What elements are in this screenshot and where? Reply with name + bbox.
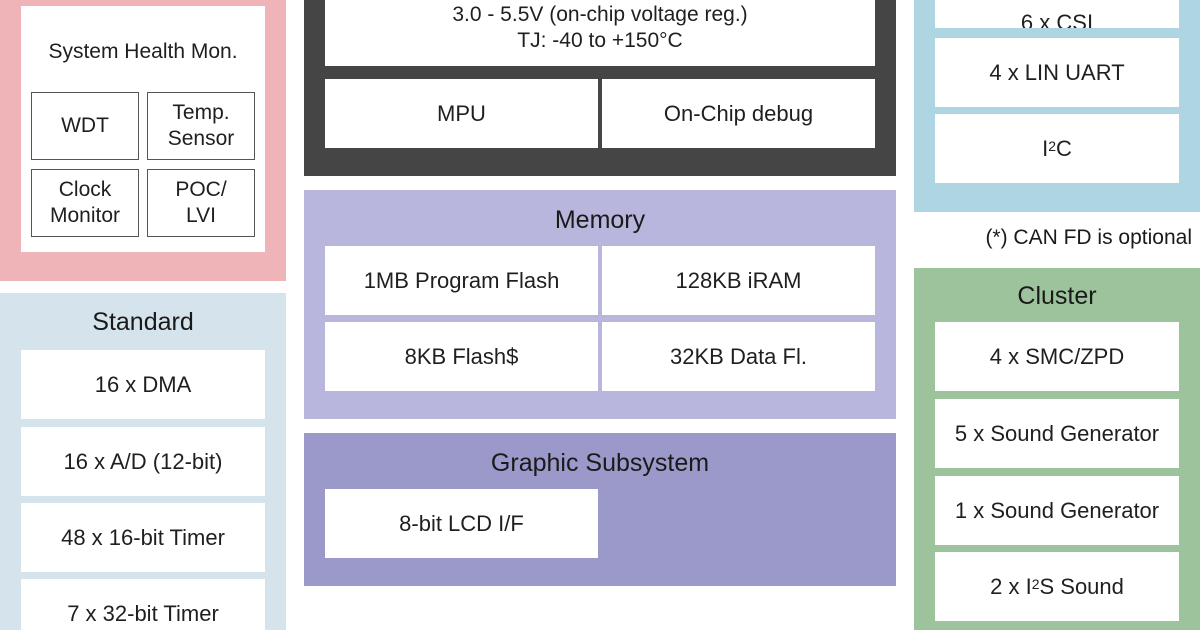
i2s-superscript: 2 <box>1031 576 1040 592</box>
smc-zpd-label: 4 x SMC/ZPD <box>989 344 1125 369</box>
poc-lvi-box: POC/ LVI <box>147 169 255 237</box>
health-monitor-title: System Health Mon. <box>48 40 238 63</box>
standard-item: 16 x A/D (12-bit) <box>21 427 265 496</box>
iram-label: 128KB iRAM <box>675 268 802 293</box>
clock-monitor-box: Clock Monitor <box>31 169 139 237</box>
standard-item-label: 48 x 16-bit Timer <box>61 525 225 550</box>
wdt-box: WDT <box>31 92 139 160</box>
csi-label: 6 x CSI <box>1020 10 1094 28</box>
flash-8kb-label: 8KB Flash$ <box>404 344 519 369</box>
standard-item: 16 x DMA <box>21 350 265 419</box>
cluster-item: 4 x SMC/ZPD <box>935 322 1179 391</box>
can-fd-note: (*) CAN FD is optional <box>985 226 1192 249</box>
temp-sensor-box: Temp. Sensor <box>147 92 255 160</box>
health-monitor-box: System Health Mon. WDT Temp. Sensor Cloc… <box>21 6 265 252</box>
lin-uart-box: 4 x LIN UART <box>935 38 1179 107</box>
i2s-prefix: 2 x I <box>990 574 1032 599</box>
flash-8kb-box: 8KB Flash$ <box>325 322 598 391</box>
clock-monitor-label-1: Clock <box>58 178 112 201</box>
mpu-box: MPU <box>325 79 598 148</box>
standard-item: 48 x 16-bit Timer <box>21 503 265 572</box>
poc-lvi-label-2: LVI <box>186 204 216 227</box>
power-spec-box: 3.0 - 5.5V (on-chip voltage reg.) TJ: -4… <box>325 0 875 66</box>
standard-title: Standard <box>92 308 194 336</box>
i2c-prefix: I <box>1042 136 1049 161</box>
program-flash-label: 1MB Program Flash <box>363 268 560 293</box>
cluster-panel: Cluster 4 x SMC/ZPD 5 x Sound Generator … <box>914 268 1200 630</box>
voltage-label: 3.0 - 5.5V (on-chip voltage reg.) <box>452 3 748 26</box>
lin-uart-label: 4 x LIN UART <box>989 60 1125 85</box>
i2s-suffix: S Sound <box>1039 574 1124 599</box>
i2c-suffix: C <box>1056 136 1072 161</box>
sound-generator-1-label: 1 x Sound Generator <box>954 498 1160 523</box>
data-flash-box: 32KB Data Fl. <box>602 322 875 391</box>
clock-monitor-label-2: Monitor <box>49 204 121 227</box>
cluster-item: 5 x Sound Generator <box>935 399 1179 468</box>
safety-panel: System Health Mon. WDT Temp. Sensor Cloc… <box>0 0 286 281</box>
temp-sensor-label-2: Sensor <box>167 127 235 150</box>
cluster-title: Cluster <box>1017 282 1097 310</box>
cluster-item: 2 x I2S Sound <box>935 552 1179 621</box>
mpu-label: MPU <box>437 101 486 126</box>
core-panel: 3.0 - 5.5V (on-chip voltage reg.) TJ: -4… <box>304 0 896 176</box>
temp-sensor-label-1: Temp. <box>172 101 230 124</box>
memory-panel: Memory 1MB Program Flash 128KB iRAM 8KB … <box>304 190 896 419</box>
junction-temp-label: TJ: -40 to +150°C <box>517 29 683 52</box>
wdt-label: WDT <box>61 114 109 137</box>
lcd-interface-box: 8-bit LCD I/F <box>325 489 598 558</box>
i2c-label: I2C <box>1042 135 1072 162</box>
standard-item: 7 x 32-bit Timer <box>21 579 265 630</box>
program-flash-box: 1MB Program Flash <box>325 246 598 315</box>
standard-panel: Standard 16 x DMA 16 x A/D (12-bit) 48 x… <box>0 293 286 630</box>
graphic-title: Graphic Subsystem <box>490 449 710 477</box>
on-chip-debug-box: On-Chip debug <box>602 79 875 148</box>
i2c-box: I2C <box>935 114 1179 183</box>
standard-item-label: 7 x 32-bit Timer <box>67 601 219 626</box>
on-chip-debug-label: On-Chip debug <box>663 101 814 126</box>
communication-panel: 6 x CSI 4 x LIN UART I2C <box>914 0 1200 212</box>
memory-title: Memory <box>554 206 646 234</box>
i2s-sound-label: 2 x I2S Sound <box>990 573 1124 600</box>
cluster-item: 1 x Sound Generator <box>935 476 1179 545</box>
i2c-superscript: 2 <box>1048 138 1057 154</box>
csi-box: 6 x CSI <box>935 0 1179 28</box>
standard-item-label: 16 x DMA <box>94 372 192 397</box>
iram-box: 128KB iRAM <box>602 246 875 315</box>
data-flash-label: 32KB Data Fl. <box>670 344 807 369</box>
graphic-panel: Graphic Subsystem 8-bit LCD I/F <box>304 433 896 586</box>
standard-item-label: 16 x A/D (12-bit) <box>63 449 223 474</box>
lcd-interface-label: 8-bit LCD I/F <box>399 511 524 536</box>
sound-generator-5-label: 5 x Sound Generator <box>954 421 1160 446</box>
poc-lvi-label-1: POC/ <box>175 178 227 201</box>
